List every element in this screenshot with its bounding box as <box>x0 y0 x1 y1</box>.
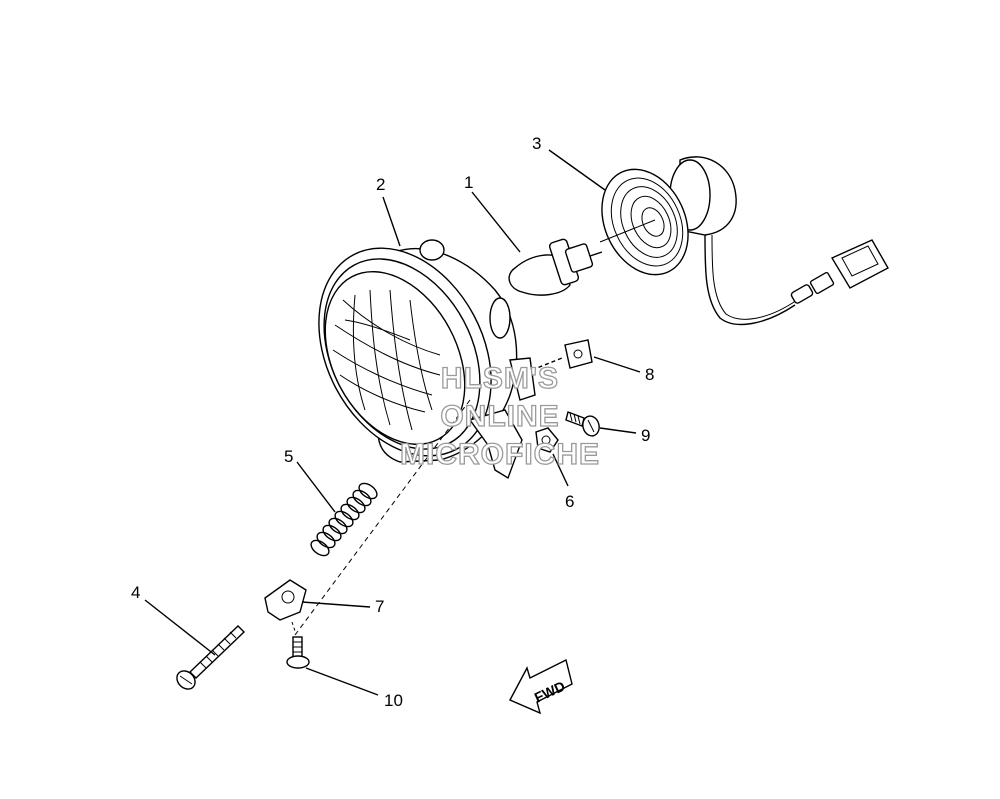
screw: 9 <box>565 411 650 445</box>
watermark: HLSM'S ONLINE MICROFICHE <box>399 361 600 471</box>
callout-3: 3 <box>532 134 541 153</box>
nut: 6 <box>535 427 574 511</box>
callout-7: 7 <box>375 597 384 616</box>
watermark-line-3: MICROFICHE <box>400 438 600 471</box>
callout-10: 10 <box>384 691 403 710</box>
callout-4: 4 <box>131 583 140 602</box>
watermark-line-1: HLSM'S <box>441 362 559 395</box>
headlight-assembly: 2 <box>318 175 536 480</box>
callout-5: 5 <box>284 447 293 466</box>
callout-2: 2 <box>376 175 385 194</box>
callout-9: 9 <box>641 426 650 445</box>
small-bolt: 10 <box>286 621 403 710</box>
bulb-socket: 3 <box>532 134 889 326</box>
watermark-line-2: ONLINE <box>440 400 559 433</box>
callout-1: 1 <box>464 173 473 192</box>
callout-8: 8 <box>645 365 654 384</box>
adjust-bolt: 4 <box>131 583 246 690</box>
callout-6: 6 <box>565 492 574 511</box>
alignment-lines <box>294 399 471 636</box>
bulb: 1 <box>464 173 603 296</box>
mount-bracket: 7 <box>264 579 384 621</box>
fwd-direction-arrow: FWD <box>509 658 573 715</box>
clip-nut: 8 <box>531 339 654 384</box>
spring: 5 <box>284 447 378 557</box>
